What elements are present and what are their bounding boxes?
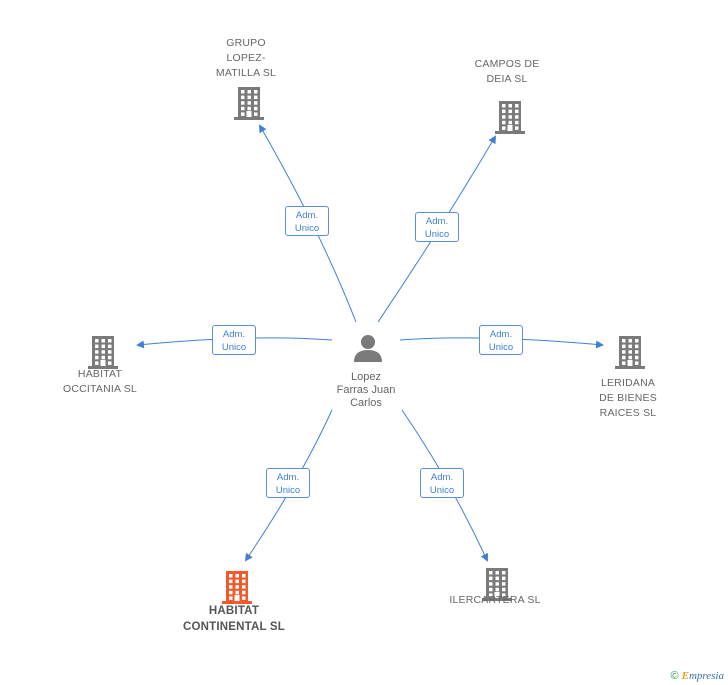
building-icon-leridana[interactable] (615, 336, 645, 369)
building-icon-campos[interactable] (495, 101, 525, 134)
building-icon-ilercartera[interactable] (482, 568, 512, 601)
empresia-logo: Empresia (681, 670, 724, 682)
company-name-campos[interactable]: CAMPOS DE DEIA SL (474, 58, 540, 85)
building-icon-continental[interactable] (222, 571, 252, 604)
company-name-grupo[interactable]: GRUPO LOPEZ- MATILLA SL (215, 37, 277, 79)
company-name-leridana[interactable]: LERIDANA DE BIENES RAICES SL (599, 377, 657, 419)
person-name[interactable]: Lopez Farras Juan Carlos (336, 371, 396, 409)
relation-badge-continental[interactable]: Adm. Unico (266, 468, 310, 498)
relation-badge-occitania[interactable]: Adm. Unico (212, 325, 256, 355)
relation-badge-leridana[interactable]: Adm. Unico (479, 325, 523, 355)
copyright-symbol: © (670, 670, 679, 682)
relation-badge-campos[interactable]: Adm. Unico (415, 212, 459, 242)
company-name-ilercartera[interactable]: ILERCARTERA SL (449, 594, 541, 606)
relation-badge-ilercartera[interactable]: Adm. Unico (420, 468, 464, 498)
building-icon-occitania[interactable] (88, 336, 118, 369)
person-icon (354, 335, 382, 362)
company-name-occitania[interactable]: HABITAT OCCITANIA SL (63, 368, 137, 395)
company-name-continental[interactable]: HABITAT CONTINENTAL SL (182, 605, 286, 633)
footer-brand[interactable]: © Empresia (670, 670, 724, 682)
relation-badge-grupo[interactable]: Adm. Unico (285, 206, 329, 236)
building-icon-grupo[interactable] (234, 87, 264, 120)
